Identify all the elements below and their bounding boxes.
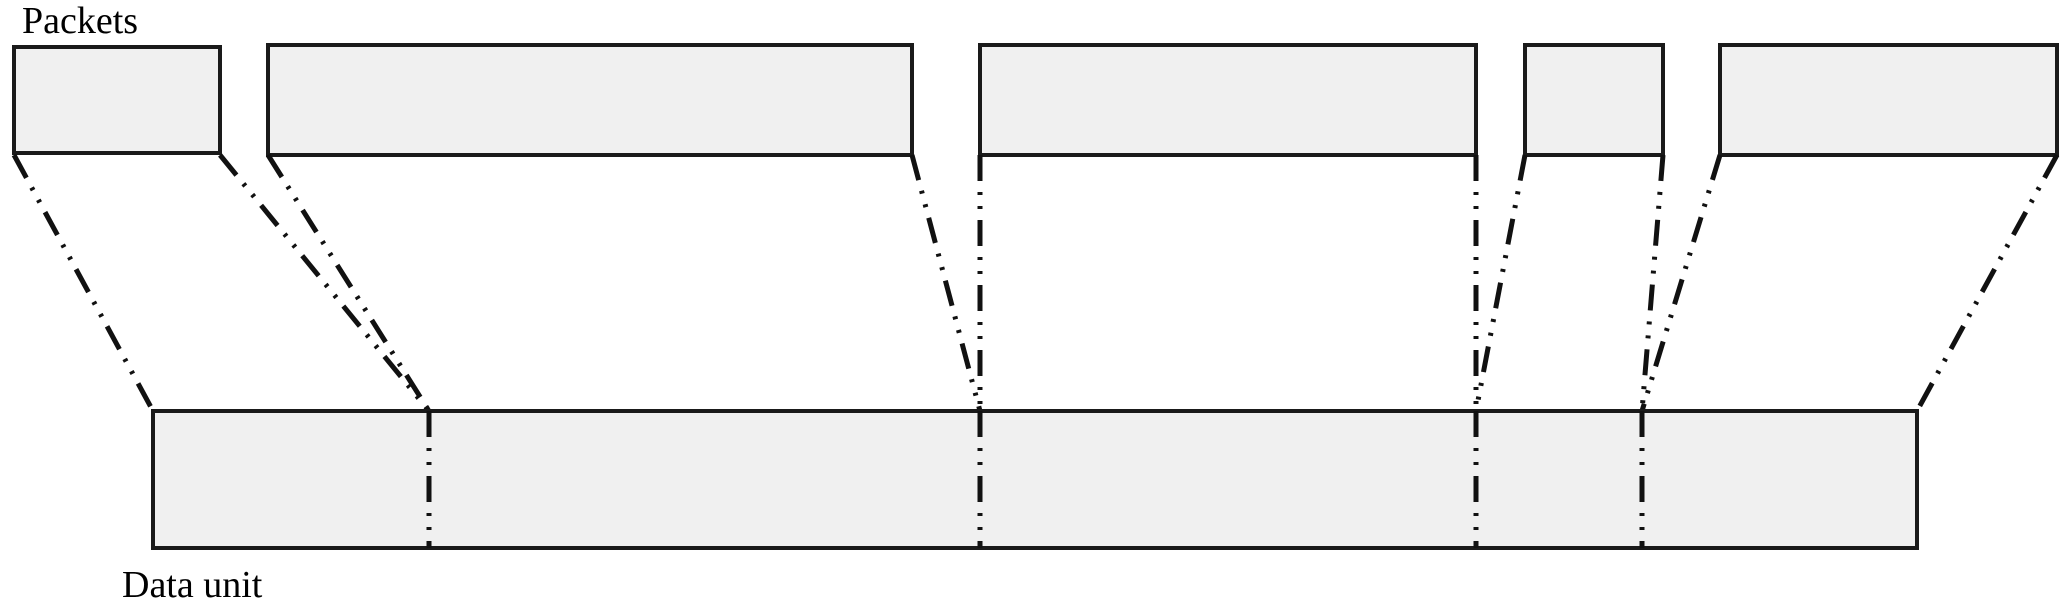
- connectors-group: [11, 153, 2060, 413]
- packet-box-3[interactable]: [978, 43, 1478, 157]
- connector-packet-4-right: [1639, 154, 1666, 412]
- packets-label: Packets: [22, 0, 138, 42]
- connector-packet-2-left: [265, 153, 432, 413]
- connector-packet-5-right: [1914, 153, 2060, 413]
- data-unit-dividers-group: [426, 411, 1645, 548]
- packet-box-5[interactable]: [1718, 43, 2059, 157]
- packet-box-1[interactable]: [12, 45, 222, 155]
- connector-packet-5-left: [1639, 154, 1723, 412]
- connector-packet-1-left: [11, 153, 156, 413]
- packet-box-2[interactable]: [266, 43, 914, 157]
- connector-packet-1-right: [218, 153, 431, 413]
- packet-box-4[interactable]: [1523, 43, 1665, 157]
- connector-packet-2-right: [909, 154, 983, 412]
- data-unit-label: Data unit: [122, 564, 263, 606]
- packets-group: [12, 43, 2059, 157]
- connector-packet-4-left: [1473, 154, 1528, 412]
- data-unit-bar[interactable]: [151, 409, 1919, 550]
